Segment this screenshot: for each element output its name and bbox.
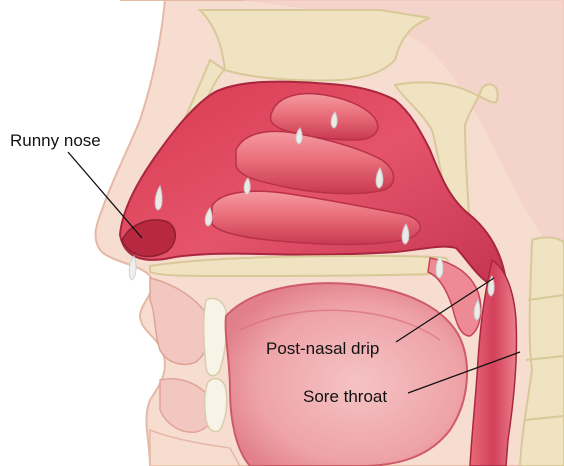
- post-nasal-drip-label: Post-nasal drip: [266, 340, 379, 357]
- runny-nose-label: Runny nose: [10, 132, 101, 149]
- lower-tooth: [205, 379, 227, 432]
- sore-throat-label: Sore throat: [303, 388, 387, 405]
